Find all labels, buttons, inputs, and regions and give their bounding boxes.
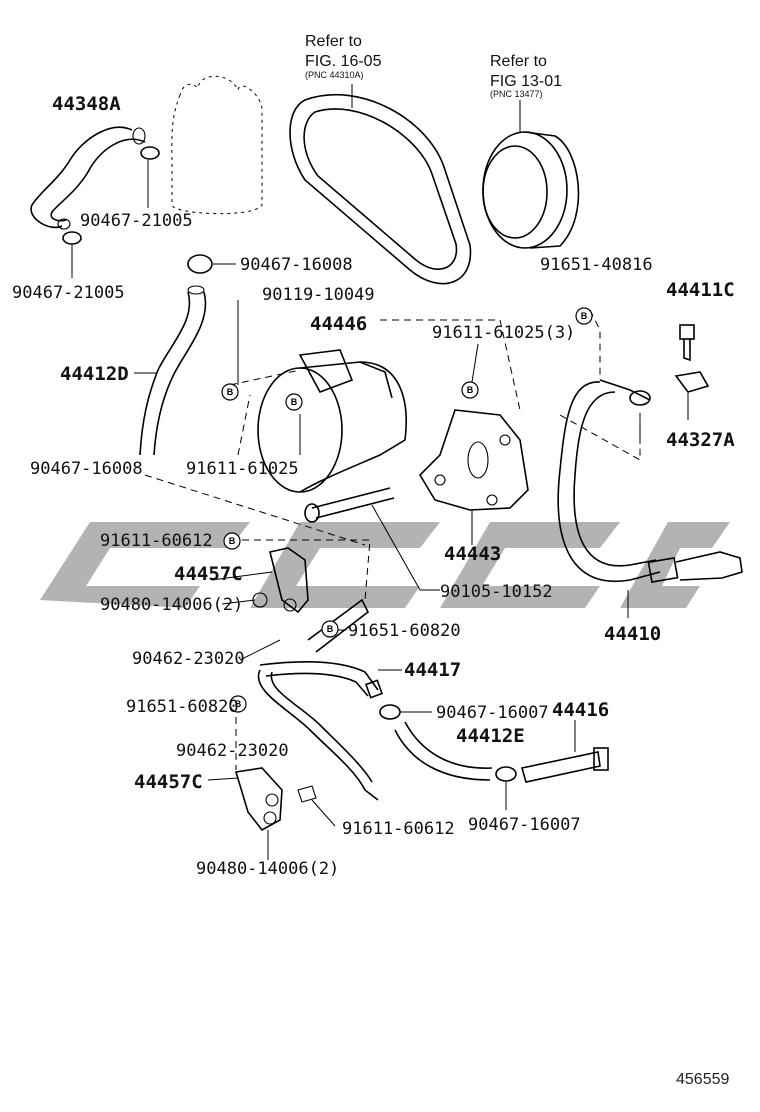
hose-clamp-c: [187, 254, 236, 274]
svg-text:B: B: [235, 699, 242, 709]
badge-b-1: B: [221, 383, 239, 401]
pipe-clamp-upper: [230, 539, 371, 614]
label-90467-16007-b: 90467-16007: [468, 815, 581, 835]
svg-text:B: B: [229, 536, 236, 546]
pressure-hose-44410: [557, 309, 743, 618]
ref-clutch-line1: Refer to: [490, 53, 547, 70]
label-44417: 44417: [404, 659, 461, 681]
svg-text:B: B: [581, 311, 588, 321]
pipe-44416: [520, 720, 609, 783]
ref-clutch-pnc: (PNC 13477): [490, 89, 543, 99]
bolt-long: [304, 487, 440, 591]
label-44410: 44410: [604, 623, 661, 645]
watermark-logo: [40, 522, 730, 608]
badge-b-3: B: [461, 381, 479, 399]
ref-clutch-line2: FIG 13-01: [490, 73, 562, 90]
label-91651-60820-b: 91651-60820: [126, 697, 239, 717]
label-91611-61025-3: 91611-61025(3): [432, 323, 575, 343]
label-44412E: 44412E: [456, 725, 525, 747]
label-90467-21005-b: 90467-21005: [12, 283, 125, 303]
label-90119-10049: 90119-10049: [262, 285, 375, 305]
pump-bracket: [380, 319, 529, 545]
label-44327A: 44327A: [666, 429, 735, 451]
label-90105-10152: 90105-10152: [440, 582, 553, 602]
hose-clamp-b: [62, 231, 82, 278]
svg-text:B: B: [227, 387, 234, 397]
reservoir-outline: [171, 75, 263, 215]
union-bolt: [679, 324, 695, 362]
label-44416: 44416: [552, 699, 609, 721]
label-90480-14006-a: 90480-14006(2): [100, 595, 243, 615]
pulley-ring: [482, 100, 580, 249]
badge-b-2: B: [285, 393, 303, 411]
badge-b-4: B: [575, 307, 593, 325]
ref-belt-line2: FIG. 16-05: [305, 53, 382, 70]
svg-text:B: B: [467, 385, 474, 395]
label-91651-40816: 91651-40816: [540, 255, 653, 275]
return-pipe-44417: [257, 598, 384, 801]
reference-belt: Refer to FIG. 16-05 (PNC 44310A): [305, 33, 382, 80]
label-90467-16008-b: 90467-16008: [30, 459, 143, 479]
power-steering-pump: [229, 349, 407, 493]
hose-clamp-44327A: [674, 371, 710, 420]
hose-44348A: [30, 126, 146, 230]
label-90467-21005-a: 90467-21005: [80, 211, 193, 231]
label-91651-60820: 91651-60820: [348, 621, 461, 641]
pipe-clamp-lower: [234, 767, 336, 860]
label-44348A: 44348A: [52, 93, 121, 115]
ref-belt-pnc: (PNC 44310A): [305, 70, 364, 80]
label-44412D: 44412D: [60, 363, 129, 385]
document-number: 456559: [676, 1071, 729, 1088]
badge-b-7: B: [229, 695, 247, 713]
label-90467-16008-a: 90467-16008: [240, 255, 353, 275]
hose-44412E: [379, 704, 493, 781]
label-90462-23020-b: 90462-23020: [176, 741, 289, 761]
label-44457C-a: 44457C: [174, 563, 243, 585]
label-44457C-b: 44457C: [134, 771, 203, 793]
hose-44412D: [134, 285, 207, 456]
svg-text:B: B: [327, 624, 334, 634]
badge-b-5: B: [223, 532, 241, 550]
svg-text:B: B: [291, 397, 298, 407]
ref-belt-line1: Refer to: [305, 33, 362, 50]
hose-clamp-d: [495, 766, 517, 810]
drive-belt: [289, 84, 472, 285]
label-91611-61025: 91611-61025: [186, 459, 299, 479]
hose-clamp-a: [140, 146, 160, 208]
label-44446: 44446: [310, 313, 367, 335]
label-90467-16007-a: 90467-16007: [436, 703, 549, 723]
label-44443: 44443: [444, 543, 501, 565]
label-90480-14006-b: 90480-14006(2): [196, 859, 339, 879]
label-91611-60612-a: 91611-60612: [100, 531, 213, 551]
label-90462-23020-a: 90462-23020: [132, 649, 245, 669]
badge-b-6: B: [321, 620, 339, 638]
label-44411C: 44411C: [666, 279, 735, 301]
reference-clutch: Refer to FIG 13-01 (PNC 13477): [490, 53, 562, 99]
label-91611-60612-b: 91611-60612: [342, 819, 455, 839]
